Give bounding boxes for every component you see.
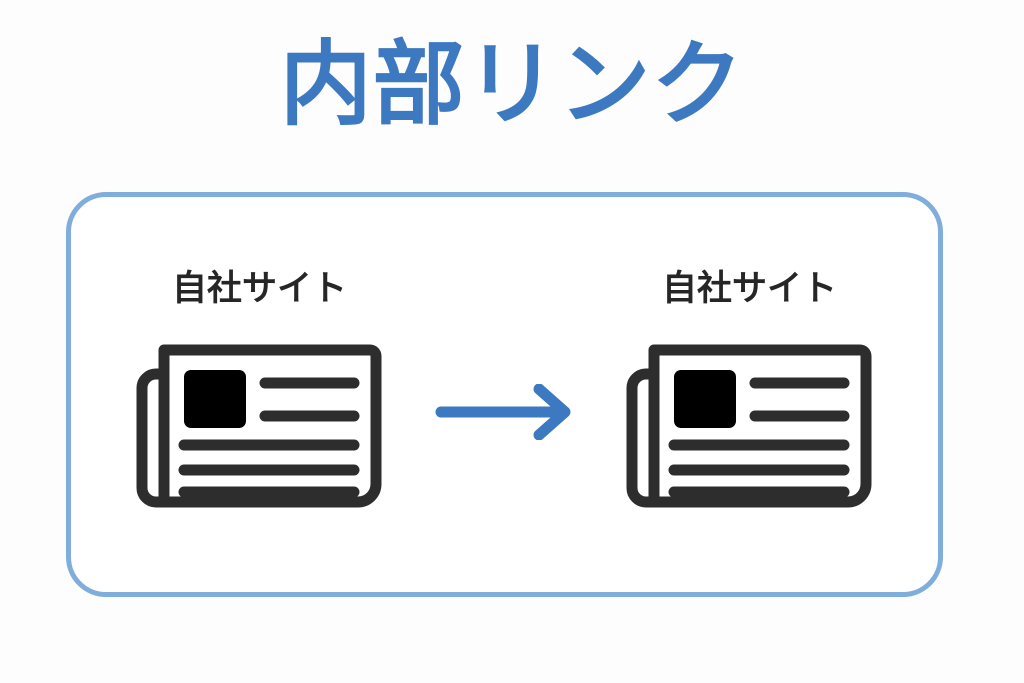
target-site-node[interactable]: 自社サイト [585, 271, 915, 518]
source-newspaper-icon [136, 344, 381, 508]
page-title: 内部リンク [279, 34, 745, 136]
link-flow-row: 自社サイト [66, 192, 943, 597]
link-arrow-container [425, 383, 585, 440]
source-site-label: 自社サイト [171, 269, 347, 308]
arrow-right-icon [435, 383, 570, 440]
target-newspaper-icon [626, 344, 871, 508]
target-site-label: 自社サイト [661, 269, 837, 308]
source-site-node[interactable]: 自社サイト [95, 271, 425, 518]
